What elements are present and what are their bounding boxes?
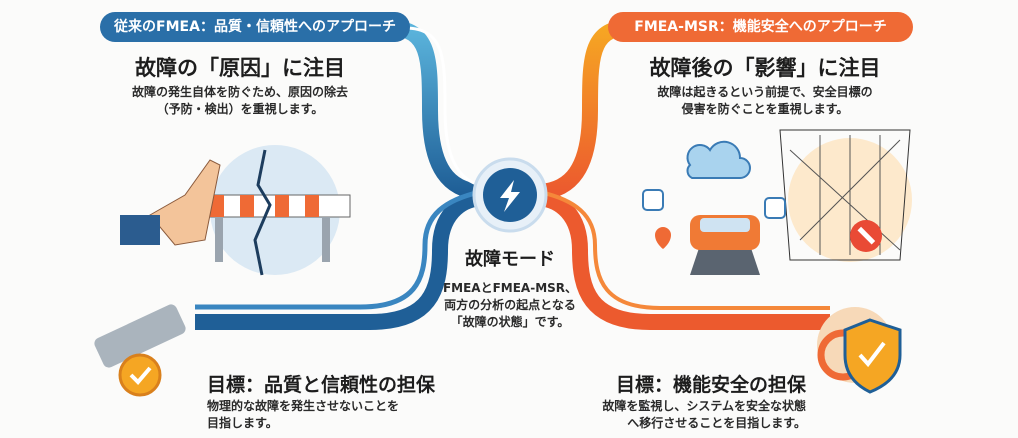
right-desc-2: 侵害を防ぐことを重視します。 (681, 102, 849, 116)
safety-shield-illustration (817, 307, 902, 394)
left-desc-2: （予防・検出）を重視します。 (156, 102, 324, 116)
cloud-icon (686, 140, 751, 179)
left-desc-1: 故障の発生自体を防ぐため、原因の除去 (131, 85, 348, 99)
right-goal-title: 目標：機能安全の担保 (615, 374, 806, 396)
left-goal-desc-2: 目指します。 (207, 416, 278, 430)
component-medal-illustration (94, 304, 186, 397)
right-heading: 故障後の「影響」に注目 (649, 56, 881, 80)
right-goal-desc-1: 故障を監視し、システムを安全な状態 (602, 399, 806, 413)
center-desc-3: 「故障の状態」です。 (450, 315, 570, 329)
right-approach-pill: FMEA-MSR：機能安全へのアプローチ (608, 12, 913, 42)
car-network-illustration (642, 129, 912, 275)
lightning-icon (500, 180, 520, 212)
center-title: 故障モード (465, 249, 555, 270)
left-approach-pill: 従来のFMEA：品質・信頼性へのアプローチ (100, 12, 410, 42)
hand-icon (149, 159, 221, 246)
center-desc-1: FMEAとFMEA-MSR、 (442, 281, 578, 295)
blue-flow-top (389, 20, 481, 200)
left-goal-title: 目標：品質と信頼性の担保 (207, 374, 436, 396)
center-desc-2: 両方の分析の起点となる (444, 298, 576, 312)
left-heading: 故障の「原因」に注目 (135, 56, 345, 80)
location-pin-icon (655, 227, 671, 249)
barrier-illustration (120, 145, 351, 276)
orange-flow-top (539, 20, 629, 200)
right-goal-desc-2: へ移行させることを目指します。 (627, 416, 806, 430)
orange-flow-bottom (538, 190, 830, 330)
left-goal-desc-1: 物理的な故障を発生させないことを (207, 399, 400, 413)
blue-flow-bottom (195, 190, 482, 330)
right-desc-1: 故障は起きるという前提で、安全目標の (657, 85, 873, 99)
